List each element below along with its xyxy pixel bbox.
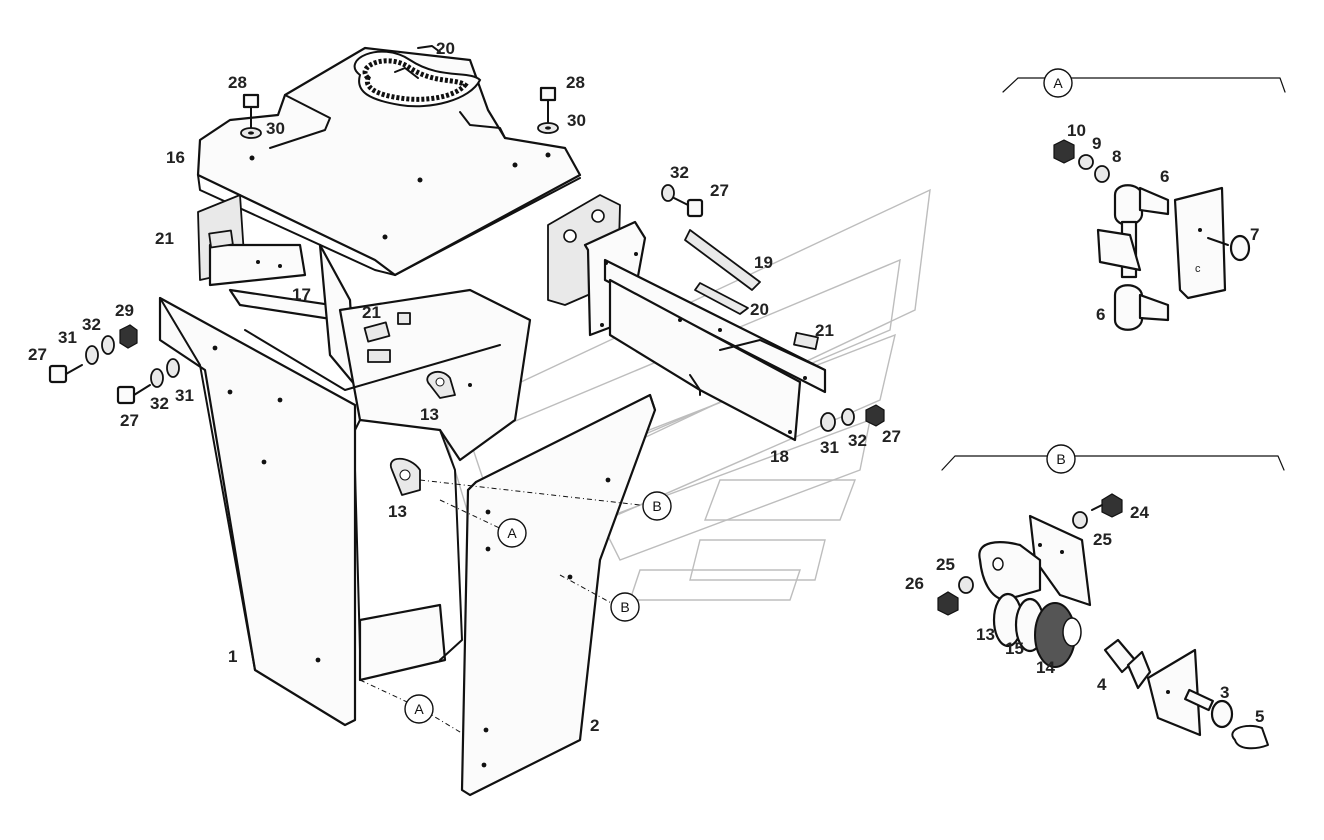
callout-20-top: 20 — [436, 39, 455, 58]
callout-28-left: 28 — [228, 73, 247, 92]
hinge-lug-lower — [389, 457, 421, 496]
leader-a-1 — [439, 499, 511, 534]
callout-3: 3 — [1220, 683, 1229, 702]
top-cover-plate — [196, 46, 582, 277]
callout-4: 4 — [1097, 675, 1107, 694]
detail-ref-a-header: A — [1043, 68, 1073, 98]
bolt-28-left — [240, 93, 262, 139]
svg-text:B: B — [652, 498, 661, 514]
detail-ref-a-main-1: A — [497, 518, 527, 548]
svg-text:c: c — [1195, 263, 1201, 275]
right-bracket-assembly — [547, 194, 827, 442]
callout-1: 1 — [228, 647, 237, 666]
callout-6-upper: 6 — [1160, 167, 1169, 186]
detail-ref-b-header: B — [1046, 444, 1076, 474]
svg-text:A: A — [507, 525, 517, 541]
callout-27-left-upper: 27 — [28, 345, 47, 364]
nut-square — [397, 312, 411, 325]
callout-25-left: 25 — [936, 555, 955, 574]
callout-20-right: 20 — [750, 300, 769, 319]
callout-24: 24 — [1130, 503, 1149, 522]
callout-31-left-upper: 31 — [58, 328, 77, 347]
callout-19: 19 — [754, 253, 773, 272]
callout-21-right: 21 — [815, 321, 834, 340]
callout-27-top-right: 27 — [710, 181, 729, 200]
callout-30-right: 30 — [567, 111, 586, 130]
callout-30-left: 30 — [266, 119, 285, 138]
bolt-28-right — [537, 86, 559, 134]
callout-18: 18 — [770, 447, 789, 466]
callout-32-top-right: 32 — [670, 163, 689, 182]
fastener-set-bottom-right — [820, 404, 885, 432]
clip-21-center — [363, 321, 391, 343]
callout-8: 8 — [1112, 147, 1121, 166]
detail-reference-markers: A B B A B A — [404, 68, 1076, 724]
callout-21-center: 21 — [362, 303, 381, 322]
callout-29: 29 — [115, 301, 134, 320]
callout-labels: 20 28 28 30 30 16 32 27 21 19 17 20 29 2… — [28, 39, 1264, 735]
callout-26: 26 — [905, 574, 924, 593]
side-panel-left — [158, 296, 357, 727]
detail-b — [937, 455, 1285, 750]
leader-b-2 — [559, 574, 616, 606]
rubber-strip-19 — [684, 229, 761, 291]
hinge-lug-upper — [426, 370, 456, 399]
callout-21-left: 21 — [155, 229, 174, 248]
callout-25-right: 25 — [1093, 530, 1112, 549]
callout-32-right: 32 — [848, 431, 867, 450]
fastener-set-left-upper — [48, 324, 138, 384]
svg-text:A: A — [1053, 75, 1063, 91]
callout-13-detail: 13 — [976, 625, 995, 644]
callout-28-right: 28 — [566, 73, 585, 92]
callout-10: 10 — [1067, 121, 1086, 140]
detail-ref-b-main-1: B — [642, 491, 672, 521]
callout-31-left-lower: 31 — [175, 386, 194, 405]
main-assembly — [48, 45, 885, 797]
callout-15: 15 — [1005, 639, 1024, 658]
clip-21-lower — [367, 349, 391, 363]
svg-text:B: B — [1056, 451, 1065, 467]
detail-ref-b-main-2: B — [610, 592, 640, 622]
clip-21-left — [208, 229, 234, 249]
callout-27-left-lower: 27 — [120, 411, 139, 430]
callout-2: 2 — [590, 716, 599, 735]
callout-27-bottom-right: 27 — [882, 427, 901, 446]
callout-14: 14 — [1036, 658, 1055, 677]
leader-b-1 — [419, 479, 641, 506]
carry-handle — [353, 45, 482, 108]
callout-13-lower: 13 — [388, 502, 407, 521]
rubber-strip-20 — [694, 282, 749, 315]
callout-9: 9 — [1092, 134, 1101, 153]
callout-16: 16 — [166, 148, 185, 167]
callout-7: 7 — [1250, 225, 1259, 244]
svg-text:A: A — [414, 701, 424, 717]
detail-a: c — [1002, 77, 1286, 331]
svg-text:B: B — [620, 599, 629, 615]
callout-32-left-upper: 32 — [82, 315, 101, 334]
fastener-set-top-right — [661, 184, 704, 218]
callout-5: 5 — [1255, 707, 1264, 726]
callout-6-lower: 6 — [1096, 305, 1105, 324]
detail-ref-a-main-2: A — [404, 694, 434, 724]
callout-17: 17 — [292, 285, 311, 304]
fastener-set-left-lower — [116, 358, 180, 405]
callout-32-left-lower: 32 — [150, 394, 169, 413]
callout-13-upper: 13 — [420, 405, 439, 424]
clip-21-right — [793, 331, 819, 351]
callout-31-right: 31 — [820, 438, 839, 457]
